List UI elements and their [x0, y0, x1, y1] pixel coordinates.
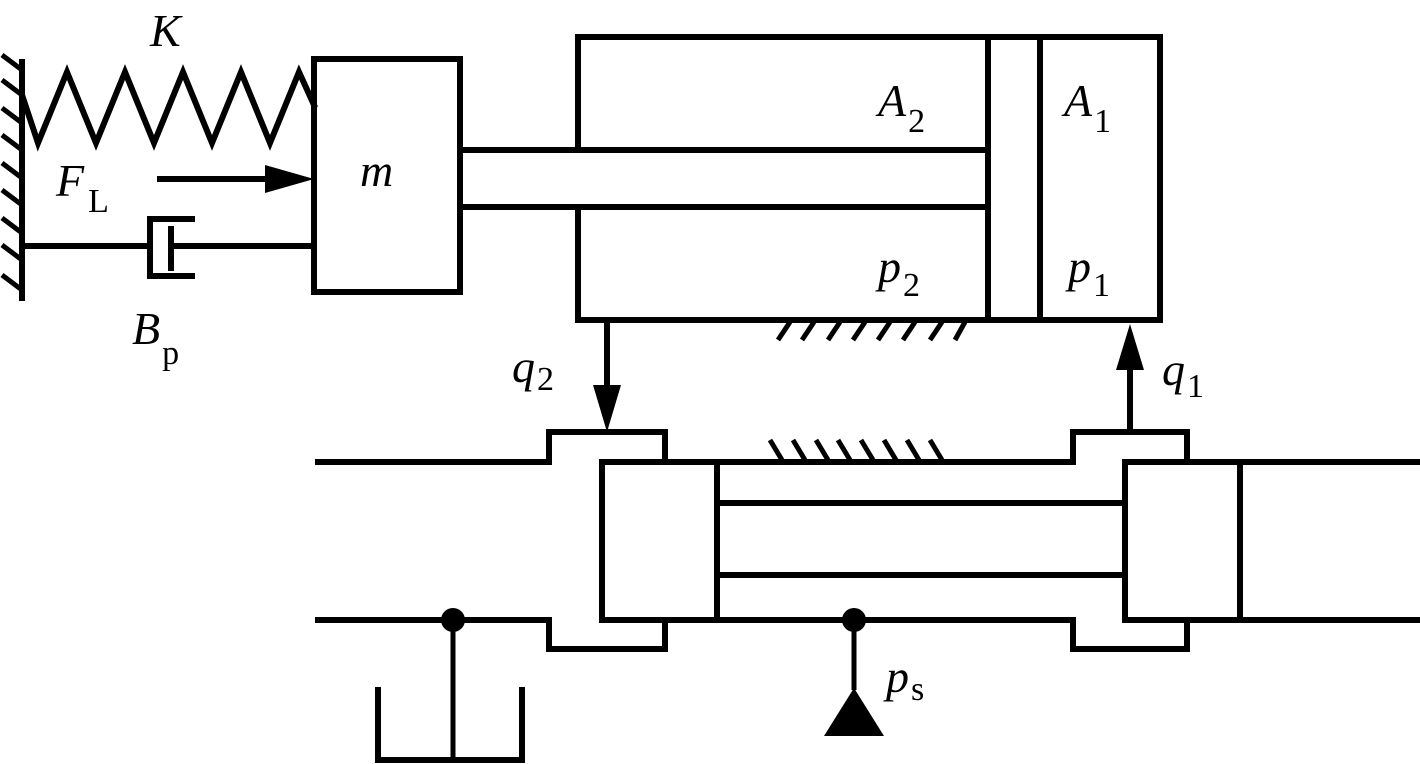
cylinder-ground-hatch — [775, 320, 968, 342]
area-rod-side-label: A2 — [875, 75, 925, 140]
load-force-arrow — [157, 165, 314, 193]
supply-pressure-label: ps — [883, 651, 924, 708]
valve-spool — [599, 459, 1243, 623]
valve-ground-hatch — [767, 438, 945, 462]
flow-rod-side-label: q2 — [512, 341, 554, 398]
pressure-cap-side-label: p1 — [1065, 241, 1110, 304]
spool-land-right — [1122, 459, 1243, 623]
pressure-source — [824, 608, 884, 736]
damper-label: Bp — [132, 303, 179, 372]
tank — [375, 608, 525, 763]
spring — [18, 64, 318, 152]
hydraulic-cylinder — [575, 34, 1163, 323]
fixed-wall — [0, 53, 25, 301]
pressure-rod-side-label: p2 — [875, 241, 920, 304]
piston — [985, 34, 1043, 323]
mass-label: m — [360, 145, 393, 196]
area-cap-side-label: A1 — [1061, 75, 1111, 140]
spring-label: K — [149, 5, 183, 56]
piston-rod — [457, 147, 991, 210]
spool-land-left — [599, 459, 720, 623]
spool-valve-body — [315, 429, 1420, 652]
damper — [19, 216, 317, 279]
flow-cap-side-arrow — [1116, 324, 1144, 435]
flow-cap-side-label: q1 — [1162, 344, 1204, 405]
flow-rod-side-arrow — [593, 317, 621, 432]
mass-block — [311, 56, 463, 295]
